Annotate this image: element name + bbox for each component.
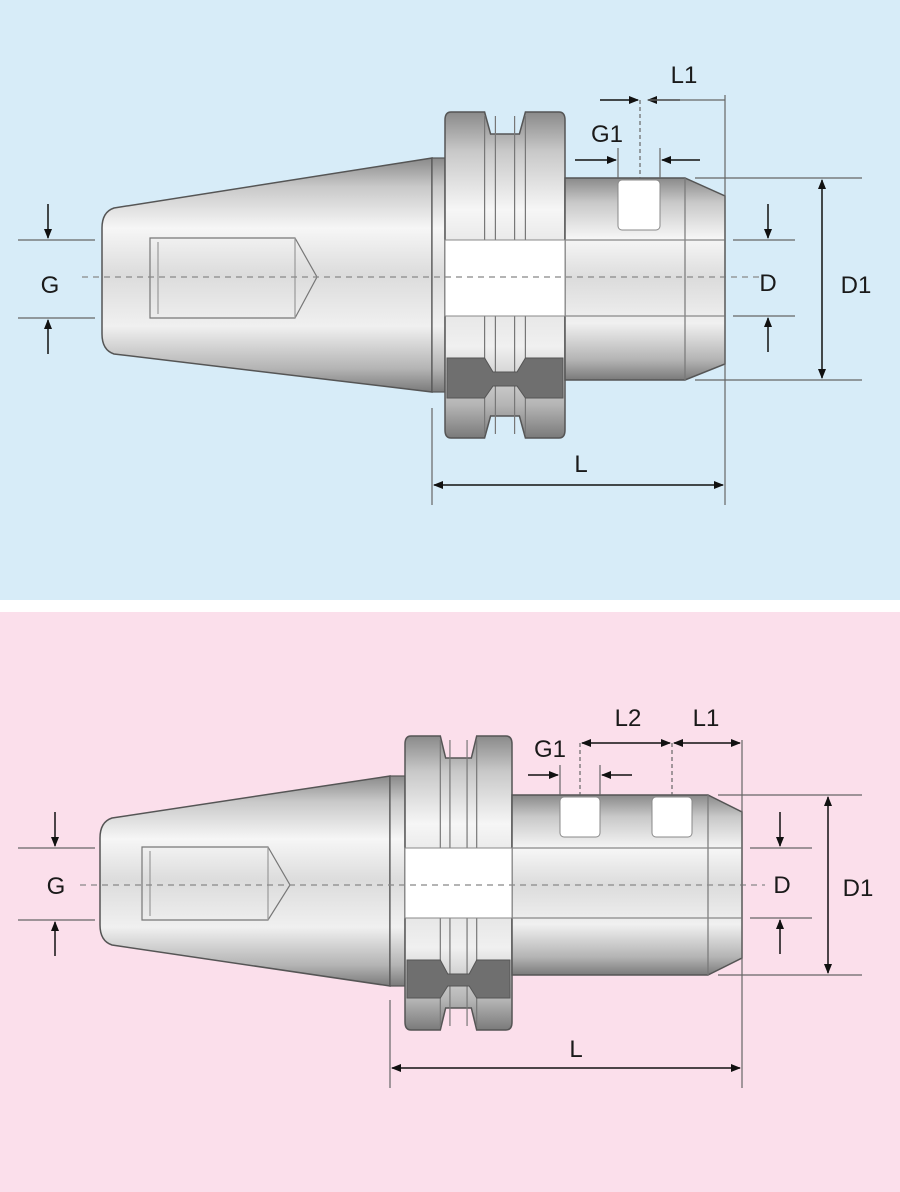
label-D: D — [759, 270, 776, 297]
label-G1: G1 — [591, 121, 623, 148]
setscrew-hole — [651, 796, 693, 838]
taper-cone — [101, 157, 433, 393]
label-D1: D1 — [841, 272, 872, 299]
drive-slot-band — [406, 959, 511, 999]
taper-cone — [99, 775, 391, 987]
label-L: L — [574, 451, 587, 478]
panel-divider — [0, 600, 900, 612]
label-L2: L2 — [615, 705, 642, 732]
label-D: D — [773, 872, 790, 899]
setscrew-hole — [559, 796, 601, 838]
label-G: G — [47, 873, 66, 900]
drive-slot-band — [446, 357, 564, 399]
bore — [444, 239, 566, 317]
bore — [404, 847, 513, 919]
setscrew-hole — [617, 179, 661, 231]
retention-thread — [149, 237, 318, 319]
label-D1: D1 — [843, 875, 874, 902]
collar — [431, 157, 446, 393]
diagram-single-setscrew — [18, 95, 862, 505]
retention-thread — [141, 846, 291, 921]
label-L1: L1 — [671, 62, 698, 89]
diagram-double-setscrew — [18, 735, 862, 1088]
label-G1: G1 — [534, 736, 566, 763]
label-L: L — [569, 1036, 582, 1063]
label-L1: L1 — [693, 705, 720, 732]
label-G: G — [41, 272, 60, 299]
collar — [389, 775, 406, 987]
